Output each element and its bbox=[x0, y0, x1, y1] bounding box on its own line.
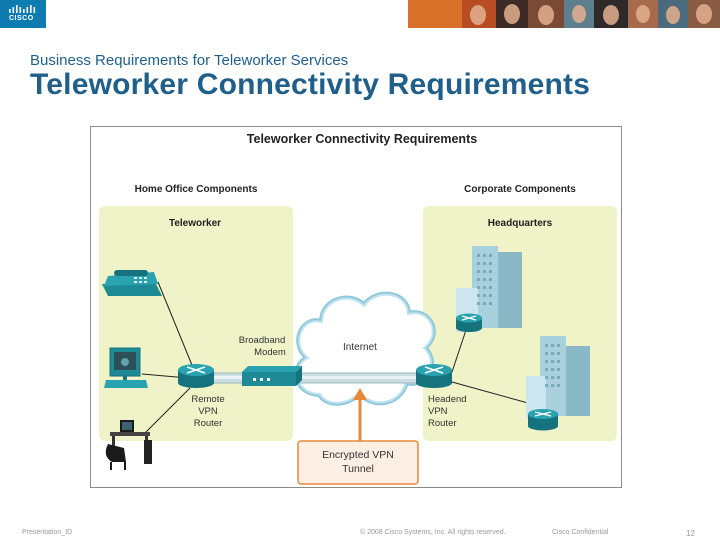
top-banner: CISCO bbox=[0, 0, 720, 28]
headend-label-line3: Router bbox=[428, 418, 457, 429]
slide-subtitle: Business Requirements for Teleworker Ser… bbox=[30, 52, 349, 69]
headend-label-line2: VPN bbox=[428, 406, 448, 417]
corporate-heading: Corporate Components bbox=[464, 184, 576, 195]
cisco-bars-icon bbox=[9, 5, 36, 13]
footer-page-number: 12 bbox=[686, 529, 695, 538]
home-office-zone bbox=[99, 206, 293, 441]
people-photo-strip bbox=[408, 0, 720, 28]
computer-icon bbox=[104, 347, 148, 388]
remote-label-line1: Remote bbox=[191, 394, 224, 405]
internet-label: Internet bbox=[343, 342, 377, 353]
hq-building-icon-2 bbox=[526, 336, 590, 431]
tunnel-label-line2: Tunnel bbox=[342, 463, 374, 475]
broadband-modem-icon bbox=[242, 366, 302, 386]
cisco-wordmark: CISCO bbox=[9, 15, 34, 22]
teleworker-label: Teleworker bbox=[169, 218, 221, 229]
headend-router-icon bbox=[416, 364, 452, 388]
remote-label-line3: Router bbox=[194, 418, 223, 429]
home-office-heading: Home Office Components bbox=[135, 184, 258, 195]
headquarters-label: Headquarters bbox=[488, 218, 553, 229]
cisco-logo: CISCO bbox=[0, 0, 46, 28]
tunnel-callout bbox=[297, 440, 419, 485]
phone-icon bbox=[102, 270, 162, 296]
tunnel-label-line1: Encrypted VPN bbox=[322, 449, 394, 461]
workstation-icon bbox=[105, 420, 152, 470]
teleworker-diagram: Teleworker Connectivity Requirements Hom… bbox=[90, 126, 622, 488]
connection-lines bbox=[141, 281, 529, 435]
broadband-label-line2: Modem bbox=[254, 347, 286, 358]
slide-title: Teleworker Connectivity Requirements bbox=[30, 68, 591, 101]
headend-label-line1: Headend bbox=[428, 394, 467, 405]
broadband-label-line1: Broadband bbox=[239, 335, 285, 346]
diagram-title: Teleworker Connectivity Requirements bbox=[247, 132, 477, 146]
remote-label-line2: VPN bbox=[198, 406, 218, 417]
footer-presentation-id: Presentation_ID bbox=[22, 529, 73, 536]
tunnel-arrow bbox=[353, 388, 367, 441]
footer-confidential: Cisco Confidential bbox=[552, 529, 609, 536]
footer-copyright: © 2008 Cisco Systems, Inc. All rights re… bbox=[360, 529, 506, 536]
remote-router-icon bbox=[178, 364, 214, 388]
hq-building-icon-1 bbox=[456, 246, 522, 332]
